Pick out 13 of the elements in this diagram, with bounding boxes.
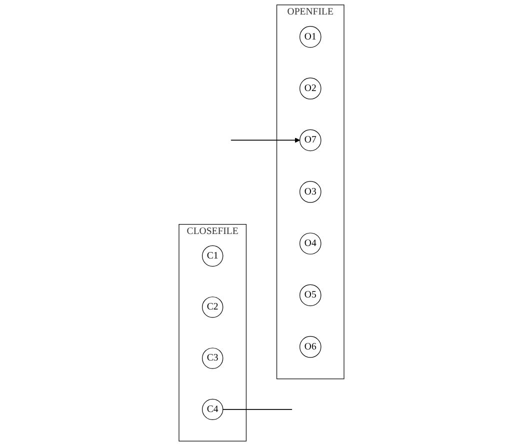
node-circle: O3 (300, 181, 322, 203)
node-circle: O1 (300, 26, 322, 48)
node-circle: O7 (300, 129, 322, 152)
node-circle: O2 (300, 78, 322, 100)
arrow (230, 138, 300, 143)
connector (222, 408, 293, 410)
node-circle: C1 (202, 245, 224, 267)
node-circle: C4 (202, 398, 224, 420)
node-circle: O4 (300, 232, 322, 254)
node-circle: O6 (300, 336, 322, 358)
node-circle: C3 (202, 348, 224, 369)
node-circle: C2 (202, 296, 224, 318)
node-circle: O5 (300, 284, 322, 306)
